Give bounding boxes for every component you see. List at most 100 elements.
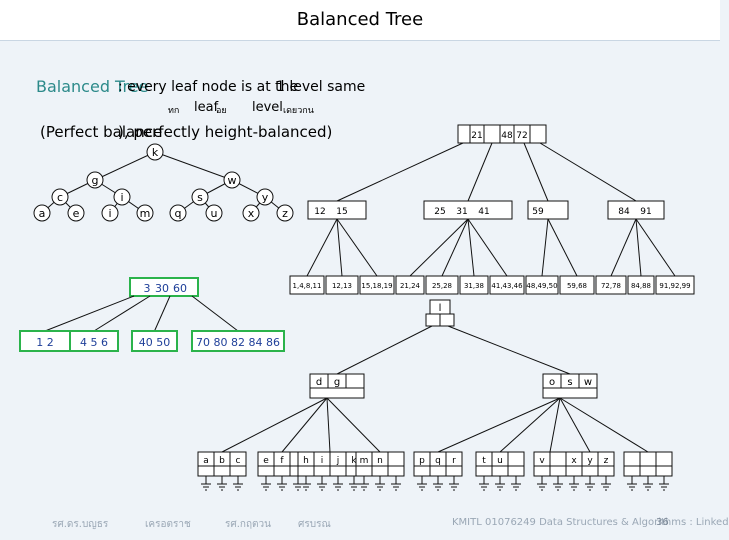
large-btree-edge <box>441 218 469 277</box>
trie-root-key: l <box>439 303 442 314</box>
large-btree-edge <box>467 218 508 277</box>
trie-internal-pointers <box>542 387 598 399</box>
large-btree-leaf <box>627 275 655 295</box>
trie-leaf-key: u <box>497 456 503 466</box>
trie-leaf-key: a <box>203 456 209 466</box>
trie-leaf-key: j <box>336 456 340 466</box>
binary-tree-node <box>191 188 209 206</box>
large-btree-leaf <box>595 275 627 295</box>
trie-leaf-pointer-cell <box>387 465 405 477</box>
page-title: Balanced Tree <box>296 9 424 30</box>
large-btree-root-key: 48 <box>501 131 513 141</box>
trie-leaf-pointer-cell <box>475 465 493 477</box>
trie-leaf-pointer-cell <box>507 465 525 477</box>
subheading-b: ), perfectly height-balanced) <box>118 123 333 141</box>
binary-tree-leaf <box>169 204 187 222</box>
trie-leaf-pointer-cell <box>581 465 599 477</box>
binary-tree-leaf <box>205 204 223 222</box>
footer-course: KMITL 01076249 Data Structures & Algorit… <box>452 517 729 528</box>
large-btree-edge <box>547 218 578 277</box>
small-btree-leaf <box>191 330 285 352</box>
trie-leaf-pointer-cell <box>491 465 509 477</box>
trie-leaf-pointer-cell <box>445 465 463 477</box>
footer-page-number: 36 <box>656 517 669 528</box>
trie-leaf-key: b <box>219 456 225 466</box>
small-btree-edge <box>154 295 171 332</box>
trie-leaf-pointer-cell <box>257 465 275 477</box>
large-btree-edge <box>467 218 475 277</box>
trie-edge <box>281 397 328 453</box>
trie-leaf-pointer-cell <box>229 465 247 477</box>
trie-leaf-pointer-cell <box>355 465 373 477</box>
binary-tree-leaf <box>242 204 260 222</box>
large-btree-internal-node <box>607 200 665 220</box>
binary-tree-leaf-label: q <box>175 207 182 220</box>
small-btree-leaf <box>69 330 119 352</box>
trie-edge <box>559 397 591 453</box>
binary-tree-node-label: w <box>228 174 237 187</box>
large-btree-edge <box>409 218 469 277</box>
trie-leaf-pointer-cell <box>597 465 615 477</box>
trie-leaf-cell <box>387 451 405 467</box>
trie-internal-key: g <box>334 377 340 388</box>
large-btree-root-key: 72 <box>516 131 527 141</box>
small-btree-edge <box>44 295 135 332</box>
large-btree-leaf <box>525 275 559 295</box>
large-btree-edge <box>541 218 549 277</box>
binary-tree-node <box>86 171 104 189</box>
binary-tree-leaf <box>136 204 154 222</box>
trie-leaf-pointer-cell <box>413 465 431 477</box>
thai-text-b: leaf <box>194 100 219 115</box>
trie-leaf-key: v <box>539 456 545 466</box>
trie-edge <box>447 325 571 375</box>
large-btree-root-key: 21 <box>471 131 482 141</box>
trie-leaf-key: h <box>303 456 309 466</box>
trie-internal-cell <box>345 373 365 389</box>
binary-tree-leaf-label: x <box>248 207 255 220</box>
binary-tree-node <box>223 171 241 189</box>
binary-tree-node <box>256 188 274 206</box>
trie-leaf-pointer-cell <box>639 465 657 477</box>
trie-edge <box>326 397 331 453</box>
binary-tree-edge <box>94 151 156 181</box>
small-btree-leaf <box>131 330 178 352</box>
heading-definition-a: : every leaf node is at the <box>118 79 299 95</box>
binary-tree-leaf <box>101 204 119 222</box>
large-btree-leaf <box>655 275 695 295</box>
trie-leaf-key: t <box>482 456 486 466</box>
trie-internal-key: w <box>584 377 592 388</box>
heading-term: Balanced Tree <box>36 77 149 96</box>
trie-leaf-pointer-cell <box>429 465 447 477</box>
trie-leaf-pointer-cell <box>623 465 641 477</box>
large-btree-internal-key: 15 <box>336 207 347 217</box>
trie-leaf-pointer-cell <box>329 465 347 477</box>
binary-tree-leaf-label: z <box>282 207 288 220</box>
trie-leaf-key: y <box>587 456 593 466</box>
large-btree-root <box>457 124 547 144</box>
small-btree-edge <box>191 295 239 332</box>
binary-tree-leaf-label: m <box>140 207 151 220</box>
trie-leaf-key: i <box>321 456 324 466</box>
large-btree-internal-key: 12 <box>314 207 325 217</box>
large-btree-leaf <box>289 275 325 295</box>
large-btree-leaf-keys: 91,92,99 <box>659 282 690 290</box>
small-btree-leaf-keys: 1 2 <box>36 336 54 349</box>
trie-leaf-cell <box>623 451 641 467</box>
trie-leaf-pointer-cell <box>197 465 215 477</box>
trie-leaf-key: k <box>351 456 357 466</box>
binary-tree-root-label: k <box>152 146 159 159</box>
trie-internal-key: o <box>549 377 555 388</box>
trie-leaf-key: p <box>419 456 425 466</box>
trie-leaf-cell <box>639 451 657 467</box>
large-btree-leaf-keys: 1,4,8,11 <box>293 282 322 290</box>
small-btree-root-key: 30 <box>155 282 169 295</box>
small-btree-leaf-keys: 40 50 <box>139 336 171 349</box>
large-btree-internal-key: 25 <box>434 207 445 217</box>
trie-edge <box>559 397 649 453</box>
large-btree-leaf <box>489 275 525 295</box>
large-btree-internal-key: 41 <box>478 207 489 217</box>
large-btree-leaf-keys: 72,78 <box>601 282 621 290</box>
large-btree-leaf-keys: 15,18,19 <box>361 282 392 290</box>
trie-edge <box>549 397 561 453</box>
